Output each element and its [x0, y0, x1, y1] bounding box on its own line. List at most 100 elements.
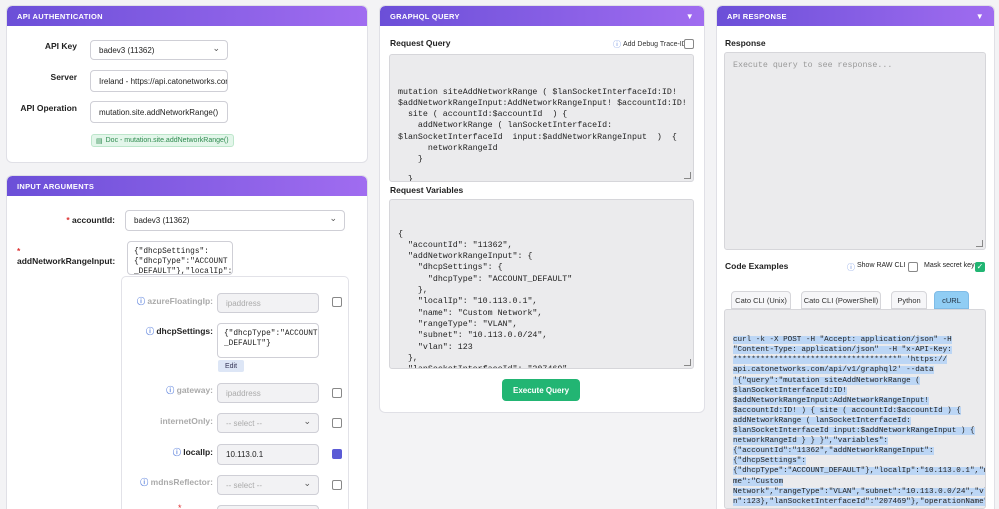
code-line: {"accountId":"11362","addNetworkRangeInp… [733, 446, 977, 456]
next-field[interactable] [217, 505, 319, 509]
resize-handle[interactable] [976, 240, 983, 247]
code-line-text: "siteAddNetworkRange"}' [733, 507, 838, 508]
code-line: $lanSocketInterfaceId:ID! [733, 386, 977, 396]
doc-link[interactable]: ▤Doc - mutation.site.addNetworkRange() [91, 134, 234, 147]
code-line: }, [398, 286, 428, 296]
api-key-select[interactable]: badev3 (11362) [90, 40, 228, 60]
curl-code-output[interactable]: curl -k -X POST -H "Accept: application/… [724, 309, 986, 509]
resize-handle[interactable] [684, 172, 691, 179]
code-line-text: {"dhcpType":"ACCOUNT_DEFAULT"},"localIp"… [733, 467, 985, 476]
code-line-text: curl -k -X POST -H "Accept: application/… [733, 336, 952, 345]
api-operation-value: mutation.site.addNetworkRange() [99, 107, 219, 117]
mdns-reflector-label-text: mdnsReflector: [150, 477, 213, 487]
azure-floating-ip-input[interactable]: ipaddress [217, 293, 319, 313]
mdns-reflector-value: -- select -- [226, 480, 262, 490]
query-lines: mutation siteAddNetworkRange ( $lanSocke… [398, 87, 694, 181]
dhcp-settings-label: ⓘ dhcpSettings: [127, 326, 213, 337]
code-line: "accountId": "11362", [398, 240, 513, 250]
account-id-label-text: accountId: [72, 215, 115, 225]
local-ip-label-text: localIp: [183, 447, 213, 457]
info-icon: ⓘ [145, 327, 154, 336]
internet-only-select[interactable]: -- select -- [217, 413, 319, 433]
mdns-reflector-checkbox[interactable] [332, 480, 342, 490]
show-raw-cli-checkbox[interactable] [908, 262, 918, 272]
debug-trace-checkbox[interactable] [684, 39, 694, 49]
azure-floating-ip-label-text: azureFloatingIp: [147, 296, 213, 306]
resize-handle[interactable] [684, 359, 691, 366]
mdns-reflector-select[interactable]: -- select -- [217, 475, 319, 495]
code-line-text: api.catonetworks.com/api/v1/graphql2' --… [733, 366, 934, 375]
curl-lines: curl -k -X POST -H "Accept: application/… [733, 335, 985, 508]
api-key-value: badev3 (11362) [99, 45, 155, 55]
edit-button-label: Edit [224, 362, 238, 370]
edit-button[interactable]: Edit [218, 360, 244, 372]
code-line: }, [398, 353, 418, 363]
required-marker: * [66, 215, 70, 225]
panel-header: INPUT ARGUMENTS [7, 176, 367, 196]
code-line: {"dhcpSettings": [733, 456, 977, 466]
response-placeholder: Execute query to see response... [733, 61, 893, 70]
mdns-reflector-label: ⓘ mdnsReflector: [127, 477, 213, 488]
tab-cato-cli-powershell[interactable]: Cato CLI (PowerShell) [801, 291, 881, 309]
server-field[interactable]: Ireland - https://api.catonetworks.com [90, 70, 228, 92]
panel-header: API RESPONSE▼ [717, 6, 994, 26]
request-query-label: Request Query [390, 38, 451, 48]
panel-title: API AUTHENTICATION [17, 11, 103, 21]
document-icon: ▤ [96, 137, 103, 145]
doc-link-text: Doc - mutation.site.addNetworkRange() [105, 137, 229, 144]
caret-down-icon[interactable]: ▼ [975, 11, 984, 21]
local-ip-input[interactable]: 10.113.0.1 [217, 444, 319, 465]
tab-cato-cli-unix[interactable]: Cato CLI (Unix) [731, 291, 791, 309]
dhcp-settings-textarea[interactable]: {"dhcpType":"ACCOUNT _DEFAULT"} [217, 323, 319, 358]
code-line [398, 166, 685, 174]
tab-curl[interactable]: cURL [934, 291, 969, 309]
info-icon: ⓘ [613, 40, 621, 49]
internet-only-value: -- select -- [226, 418, 262, 428]
local-ip-label: ⓘ localIp: [127, 447, 213, 458]
code-line: "dhcpSettings": { [398, 263, 503, 273]
code-line: "Content-Type: application/json" -H "x-A… [733, 345, 977, 355]
panel-title: GRAPHQL QUERY [390, 11, 460, 21]
caret-down-icon[interactable]: ▼ [685, 11, 694, 21]
api-authentication-panel: API AUTHENTICATION API Key badev3 (11362… [6, 5, 368, 163]
panel-title: INPUT ARGUMENTS [17, 181, 95, 191]
code-examples-label: Code Examples [725, 261, 789, 271]
code-line: n":123},"lanSocketInterfaceId":"207469"}… [733, 497, 985, 507]
info-icon: ⓘ [847, 263, 855, 272]
api-key-label: API Key [44, 41, 77, 51]
info-icon: ⓘ [172, 448, 181, 457]
code-line: mutation siteAddNetworkRange ( $lanSocke… [398, 87, 677, 97]
code-line-text: {"dhcpSettings": [733, 457, 806, 466]
azure-floating-ip-checkbox[interactable] [332, 297, 342, 307]
add-network-range-textarea[interactable]: {"dhcpSettings": {"dhcpType":"ACCOUNT _D… [127, 241, 233, 275]
internet-only-checkbox[interactable] [332, 418, 342, 428]
execute-query-button[interactable]: Execute Query [502, 379, 580, 401]
tab-python[interactable]: Python [891, 291, 927, 309]
info-icon: ⓘ [136, 297, 145, 306]
gateway-checkbox[interactable] [332, 388, 342, 398]
code-line: $addNetworkRangeInput:AddNetworkRangeInp… [398, 98, 694, 108]
code-line: "rangeType": "VLAN", [398, 319, 518, 329]
code-line: networkRangeId } } }","variables": [733, 436, 977, 446]
code-line-text: networkRangeId } } }","variables": [733, 437, 888, 446]
local-ip-checkbox[interactable] [332, 449, 342, 459]
api-operation-field[interactable]: mutation.site.addNetworkRange() [90, 101, 228, 123]
gateway-placeholder: ipaddress [226, 388, 261, 398]
code-line: curl -k -X POST -H "Accept: application/… [733, 335, 977, 345]
dhcp-settings-value: {"dhcpType":"ACCOUNT _DEFAULT"} [224, 330, 318, 348]
account-id-select[interactable]: badev3 (11362) [125, 210, 345, 231]
code-line: "subnet": "10.113.0.0/24", [398, 331, 548, 341]
request-variables-editor[interactable]: { "accountId": "11362", "addNetworkRange… [389, 199, 694, 369]
execute-query-label: Execute Query [512, 385, 570, 395]
input-arguments-panel: INPUT ARGUMENTS * accountId: badev3 (113… [6, 175, 368, 509]
gateway-label: ⓘ gateway: [127, 385, 213, 396]
code-line: addNetworkRange ( lanSocketInterfaceId: [733, 416, 977, 426]
response-output[interactable]: Execute query to see response... [724, 52, 986, 250]
mask-secret-key-checkbox[interactable]: ✓ [975, 262, 985, 272]
code-line: "lanSocketInterfaceId": "207469" [398, 364, 685, 368]
debug-trace-label: Add Debug Trace-ID [623, 41, 687, 48]
local-ip-value: 10.113.0.1 [226, 450, 264, 459]
gateway-input[interactable]: ipaddress [217, 383, 319, 403]
request-query-editor[interactable]: mutation siteAddNetworkRange ( $lanSocke… [389, 54, 694, 182]
